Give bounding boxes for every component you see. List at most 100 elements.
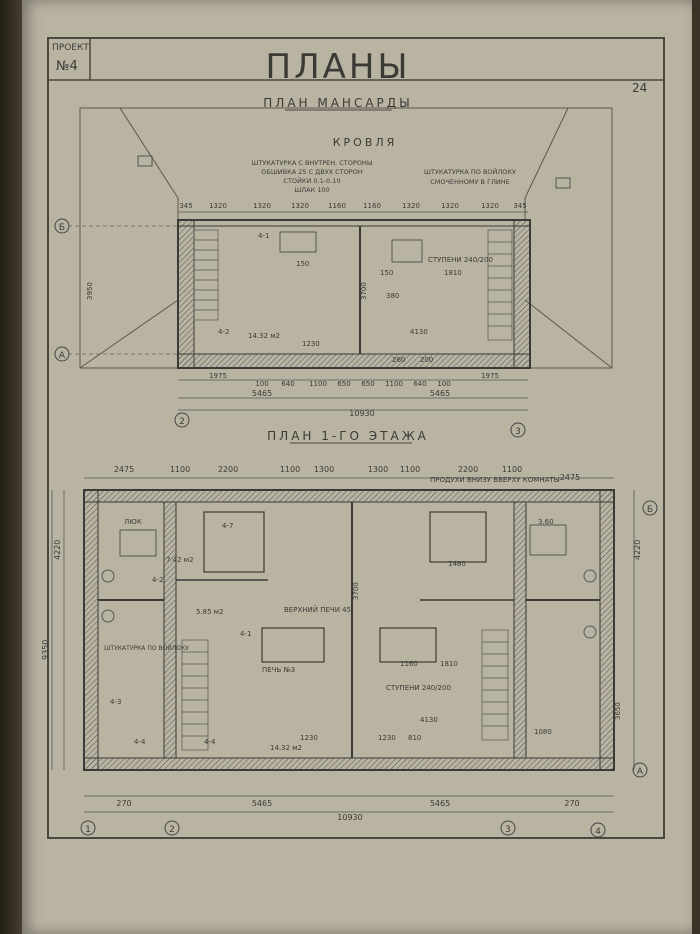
ground-dim-bot-1: 270 (116, 799, 131, 808)
sheet-title: ПЛАНЫ (266, 47, 411, 87)
attic-chimney-left (279, 231, 317, 253)
ground-dim-misc-6: 1810 (440, 660, 458, 668)
attic-note-right-2: СМОЧЕННОМУ В ГЛИНЕ (430, 178, 510, 186)
attic-dim-bot-9: 100 (437, 380, 450, 388)
area-label-3: 14.32 м2 (270, 744, 302, 752)
room-code-2: 4-3 (110, 698, 121, 706)
ground-dim-misc-2: 810 (408, 734, 421, 742)
attic-dim-total: 10930 (349, 409, 374, 418)
attic-stairs-left (193, 229, 219, 321)
hatch-label: ЛЮК (124, 518, 142, 526)
attic-stairs-right (487, 229, 513, 341)
ground-dim-bot-4: 270 (564, 799, 579, 808)
ground-dim-top-1: 2475 (114, 465, 134, 474)
attic-dim-bot-5: 650 (337, 380, 350, 388)
attic-dim-top-4: 1320 (291, 202, 309, 210)
ground-dim-top-8: 2200 (458, 465, 478, 474)
room-code-6: 4-4 (204, 738, 216, 746)
attic-dim-top-3: 1320 (253, 202, 271, 210)
ground-dim-top-6: 1300 (368, 465, 388, 474)
ground-dim-top-4: 1100 (280, 465, 300, 474)
attic-area-left: 14.32 м2 (248, 332, 280, 340)
ground-plan-title: ПЛАН 1-ГО ЭТАЖА (267, 429, 429, 443)
ground-dim-top-5: 1300 (314, 465, 334, 474)
attic-dim-misc-8: 4130 (410, 328, 428, 336)
attic-dim-misc-4: 260 (392, 356, 405, 364)
attic-note-right-1: ШТУКАТУРКА ПО ВОЙЛОКУ (424, 167, 516, 176)
attic-dim-top-8: 1320 (441, 202, 459, 210)
furnace-note: ПРОДУХИ ВНИЗУ ВВЕРХУ КОМНАТЫ (430, 476, 560, 484)
ground-stairs-left (181, 639, 209, 751)
attic-dim-top-5: 1160 (328, 202, 346, 210)
ground-dim-misc-8: 1080 (534, 728, 552, 736)
ground-axis-a: А (637, 767, 644, 777)
sheet-frame (47, 37, 665, 839)
attic-note-left-1: ШТУКАТУРКА С ВНУТРЕН. СТОРОНЫ (251, 159, 372, 167)
attic-axis-2: 2 (179, 417, 185, 427)
stove-left (261, 627, 325, 663)
ground-axis-3: 3 (505, 825, 511, 835)
page-number: 24 (632, 81, 647, 95)
ground-dim-bot-2: 5465 (252, 799, 272, 808)
attic-axis-b: Б (59, 223, 65, 233)
attic-dim-top-9: 1320 (481, 202, 499, 210)
attic-dim-bot-4: 1100 (309, 380, 327, 388)
project-number: №4 (56, 59, 78, 74)
attic-dim-bot-6: 650 (361, 380, 374, 388)
ground-dim-side-total: 9350 (41, 640, 50, 660)
attic-dim-misc-5: 200 (420, 356, 433, 364)
vent-left (137, 155, 153, 167)
attic-dim-top-2: 1320 (209, 202, 227, 210)
ground-dim-total: 10930 (337, 813, 362, 822)
book-spine (0, 0, 24, 934)
attic-dim-half-right: 5465 (430, 389, 450, 398)
ground-dim-misc-5: 1160 (400, 660, 418, 668)
ground-dim-misc-9: 3650 (614, 702, 622, 720)
attic-dim-top-6: 1160 (363, 202, 381, 210)
room-code-5: 4-7 (222, 522, 233, 530)
ground-dim-side-left: 4220 (53, 540, 62, 560)
attic-dim-misc-7: 380 (386, 292, 399, 300)
attic-dim-misc-6: 1810 (444, 269, 462, 277)
ground-dim-misc-3: 1230 (378, 734, 396, 742)
ground-axis-b: Б (647, 505, 653, 515)
attic-plan-title: ПЛАН МАНСАРДЫ (263, 96, 412, 110)
ground-axis-2: 2 (169, 825, 175, 835)
attic-room-code-left: 4-2 (218, 328, 229, 336)
attic-dim-bot-2: 100 (255, 380, 268, 388)
ground-dim-inner: 3700 (352, 582, 360, 600)
ground-dim-top-3: 2200 (218, 465, 238, 474)
attic-chimney-right (391, 239, 423, 263)
attic-dim-bot-8: 640 (413, 380, 426, 388)
ground-dim-top-10: 2475 (560, 473, 580, 482)
stove-label: ПЕЧЬ №3 (262, 666, 295, 674)
plaster-note: ШТУКАТУРКА ПО ВОЙЛОКУ (104, 645, 189, 652)
ground-axis-1: 1 (85, 825, 91, 835)
attic-dim-misc-3: 1230 (302, 340, 320, 348)
attic-dim-half-left: 5465 (252, 389, 272, 398)
ground-dim-bot-3: 5465 (430, 799, 450, 808)
attic-note-left-2: ОБШИВКА 25 С ДВУХ СТОРОН (261, 168, 363, 176)
attic-room-code-tl: 4-1 (258, 232, 269, 240)
attic-axis-a: А (59, 351, 66, 361)
ground-plan: ПЛАН 1-ГО ЭТАЖА 2475 1100 2200 1100 1300… (41, 429, 658, 838)
ground-stairs-label: СТУПЕНИ 240/200 (386, 684, 451, 692)
area-label-2: 5.85 м2 (196, 608, 224, 616)
attic-dim-bot-7: 1100 (385, 380, 403, 388)
attic-dim-bot-3: 640 (281, 380, 294, 388)
area-label-4: 3.60 (538, 518, 554, 526)
attic-dim-bot-10: 1975 (481, 372, 499, 380)
ground-dim-top-2: 1100 (170, 465, 190, 474)
room-code-1: 4-2 (152, 576, 163, 584)
attic-note-left-3: СТОЙКИ 0.1-0.10 (283, 176, 340, 185)
attic-axis-3: 3 (515, 427, 521, 437)
attic-dim-top-7: 1320 (402, 202, 420, 210)
ground-dim-misc-1: 1230 (300, 734, 318, 742)
attic-dim-bot-1: 1975 (209, 372, 227, 380)
attic-dim-height: 3950 (86, 282, 94, 300)
room-code-3: 4-1 (240, 630, 251, 638)
attic-dim-misc-2: 150 (380, 269, 393, 277)
ground-dim-misc-4: 4130 (420, 716, 438, 724)
ground-stairs-right (481, 629, 509, 741)
